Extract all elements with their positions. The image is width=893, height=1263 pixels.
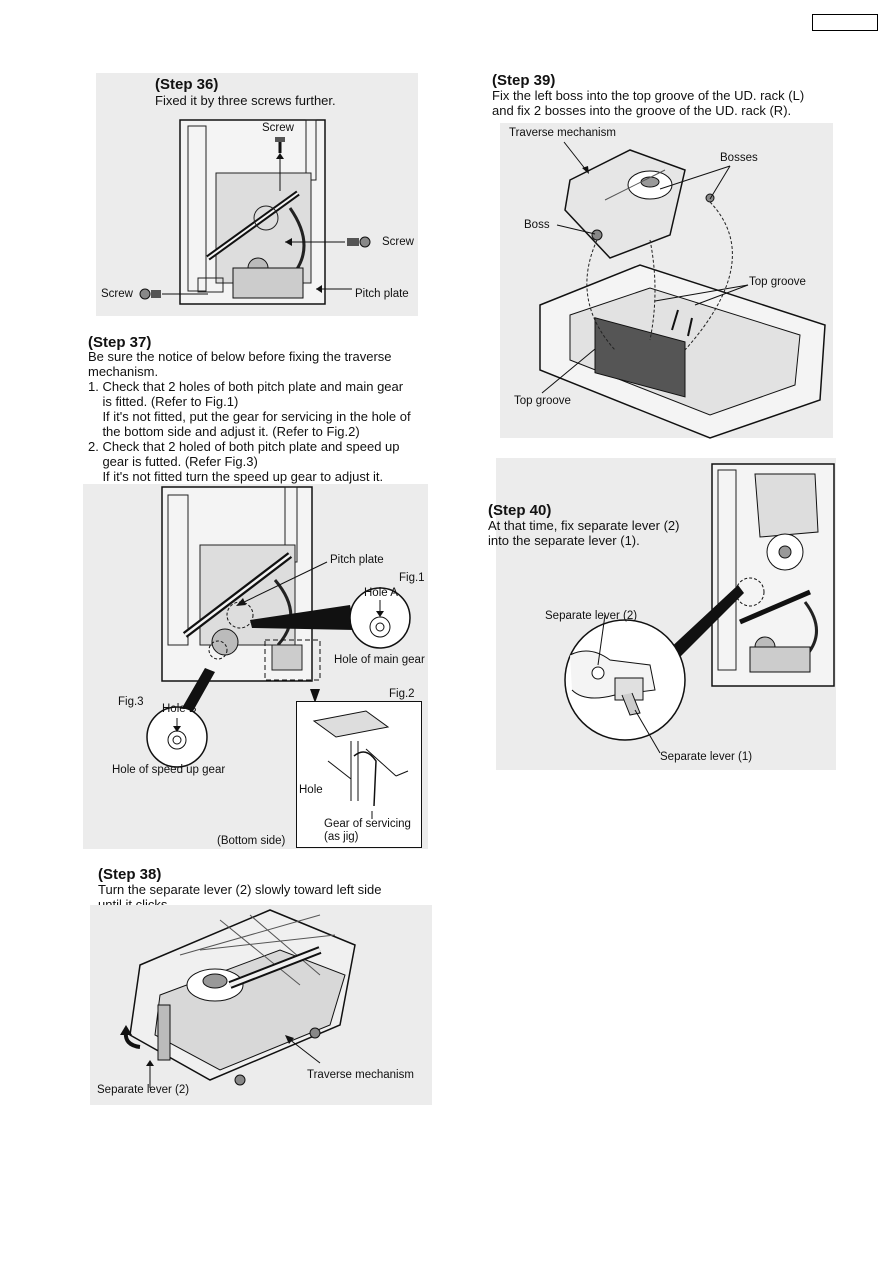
step40-line-1: into the separate lever (1). bbox=[488, 533, 640, 548]
fig2-hole-label: Hole bbox=[299, 784, 323, 796]
document-code-box bbox=[812, 14, 878, 31]
step37-line-4: If it's not fitted, put the gear for ser… bbox=[88, 409, 411, 424]
step37-mechanism-drawing bbox=[161, 486, 321, 682]
step36-title: (Step 36) bbox=[155, 76, 219, 93]
step39-top-groove-right-leader bbox=[654, 284, 749, 306]
step37-title: (Step 37) bbox=[88, 334, 152, 351]
step38-separate-lever-label: Separate lever (2) bbox=[97, 1084, 190, 1096]
step36-screw-left-label: Screw bbox=[101, 288, 133, 300]
step39-bosses-label: Bosses bbox=[720, 152, 758, 164]
step39-boss-leader bbox=[556, 224, 596, 235]
screw-top-icon bbox=[275, 137, 285, 191]
pitch-plate-leader bbox=[316, 285, 352, 293]
step37-line-0: Be sure the notice of below before fixin… bbox=[88, 349, 392, 364]
step40-callout bbox=[564, 585, 744, 754]
step39-top-groove-left-label: Top groove bbox=[514, 395, 571, 407]
step37-line-1: mechanism. bbox=[88, 364, 159, 379]
fig2-gear-servicing-label: Gear of servicing bbox=[324, 818, 411, 830]
step36-pitch-plate-label: Pitch plate bbox=[355, 288, 409, 300]
step38-traverse-leader bbox=[285, 1035, 321, 1064]
step37-line-8: If it's not fitted turn the speed up gea… bbox=[88, 469, 384, 484]
step36-text: Fixed it by three screws further. bbox=[155, 93, 336, 108]
step36-screw-top-label: Screw bbox=[262, 122, 294, 134]
fig1-callout bbox=[250, 587, 411, 649]
step39-top-groove-left-leader bbox=[541, 348, 596, 394]
step40-mechanism-drawing bbox=[711, 463, 835, 687]
pitch-plate-leader-37 bbox=[236, 561, 328, 606]
fig3-callout bbox=[146, 668, 215, 768]
step37-line-3: is fitted. (Refer to Fig.1) bbox=[88, 394, 239, 409]
fig2-connector bbox=[310, 689, 320, 703]
step40-line-0: At that time, fix separate lever (2) bbox=[488, 518, 680, 533]
step37-line-2: 1. Check that 2 holes of both pitch plat… bbox=[88, 379, 404, 394]
fig1-hole-main-gear-label: Hole of main gear bbox=[334, 654, 425, 666]
screw-left-icon bbox=[139, 288, 208, 300]
step37-line-7: gear is futted. (Refer Fig.3) bbox=[88, 454, 258, 469]
step39-line-0: Fix the left boss into the top groove of… bbox=[492, 88, 805, 103]
step39-title: (Step 39) bbox=[492, 72, 556, 89]
step39-traverse-leader bbox=[563, 141, 589, 174]
fig3-label: Fig.3 bbox=[118, 696, 144, 708]
step37-line-5: the bottom side and adjust it. (Refer to… bbox=[88, 424, 360, 439]
step36-mechanism-drawing bbox=[179, 119, 326, 305]
step37-line-6: 2. Check that 2 holed of both pitch plat… bbox=[88, 439, 400, 454]
fig2-label: Fig.2 bbox=[389, 688, 415, 700]
bottom-side-label: (Bottom side) bbox=[217, 835, 286, 847]
step39-traverse-label: Traverse mechanism bbox=[509, 127, 616, 139]
step38-traverse-drawing bbox=[129, 909, 356, 1086]
step40-lever2-label: Separate lever (2) bbox=[545, 610, 638, 622]
step37-pitch-plate-label: Pitch plate bbox=[330, 554, 384, 566]
step38-title: (Step 38) bbox=[98, 866, 162, 883]
step39-top-groove-right-label: Top groove bbox=[749, 276, 806, 288]
fig2-as-jig-label: (as jig) bbox=[324, 831, 359, 843]
step39-boss-label: Boss bbox=[524, 219, 550, 231]
screw-right-icon bbox=[285, 236, 371, 248]
step39-line-1: and fix 2 bosses into the groove of the … bbox=[492, 103, 792, 118]
step39-bosses-leaders bbox=[659, 165, 731, 200]
fig1-label: Fig.1 bbox=[399, 572, 425, 584]
step38-line-0: Turn the separate lever (2) slowly towar… bbox=[98, 882, 382, 897]
fig2-box bbox=[296, 701, 422, 848]
step40-title: (Step 40) bbox=[488, 502, 552, 519]
fig3-hole-speed-up-gear-label: Hole of speed up gear bbox=[112, 764, 226, 776]
step38-traverse-label: Traverse mechanism bbox=[307, 1069, 414, 1081]
rotate-arrow-icon bbox=[120, 1025, 141, 1049]
step38-lever-leader bbox=[146, 1060, 154, 1088]
fig1-hole-a-label: Hole A bbox=[364, 587, 398, 599]
fig3-hole-b-label: Hole B bbox=[162, 703, 197, 715]
step36-screw-right-label: Screw bbox=[382, 236, 414, 248]
step40-lever1-label: Separate lever (1) bbox=[660, 751, 753, 763]
